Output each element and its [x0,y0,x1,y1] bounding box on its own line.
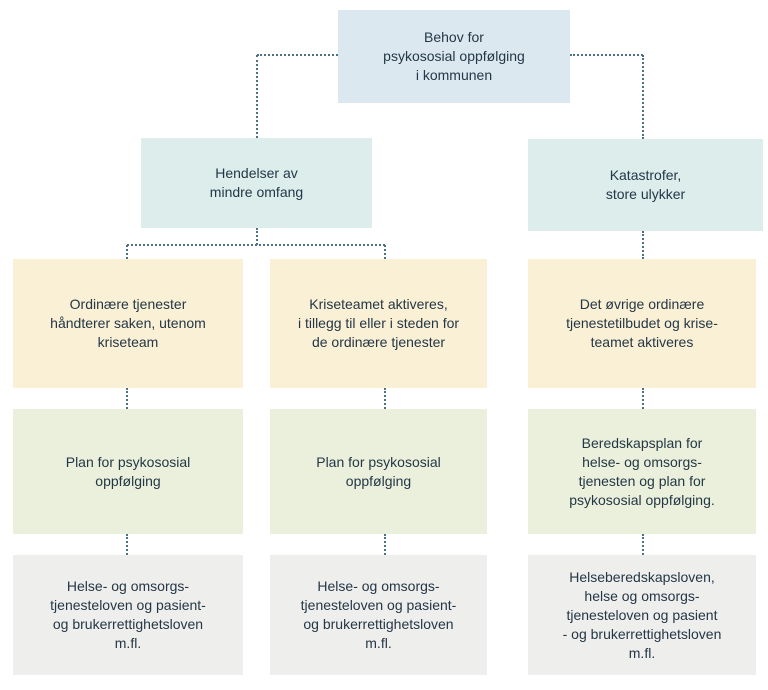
action-box-crisis-team: Kriseteamet aktiveres, i tillegg til ell… [270,259,487,388]
law-box-health-preparedness-act: Helseberedskapsloven, helse og omsorgs- … [528,555,756,675]
connector-branch-left-stem [256,228,258,245]
plan-box-psychosocial-1: Plan for psykososial oppfølging [13,409,243,534]
connector-root-right-horizontal [570,54,643,56]
connector-col3-plan-law [642,534,644,555]
branch-minor-events-box: Hendelser av mindre omfang [141,138,372,228]
branch-catastrophes-box: Katastrofer, store ulykker [528,139,763,231]
action-box-full-activation: Det øvrige ordinære tjenestetilbudet og … [528,259,756,388]
plan-box-psychosocial-2: Plan for psykososial oppfølging [270,409,487,534]
connector-col1-plan-law [126,534,128,555]
connector-branch-left-split [127,244,385,246]
connector-root-left-vertical [256,55,258,138]
connector-col2-action-plan [384,388,386,409]
plan-box-preparedness: Beredskapsplan for helse- og omsorgs- tj… [528,409,756,534]
law-box-health-care-act-2: Helse- og omsorgs- tjenesteloven og pasi… [270,555,487,675]
connector-root-right-vertical [642,55,644,139]
connector-split-to-col2 [384,245,386,259]
connector-col3-action-plan [642,388,644,409]
connector-col2-plan-law [384,534,386,555]
connector-col1-action-plan [126,388,128,409]
connector-split-to-col1 [126,245,128,259]
connector-root-left-horizontal [257,54,338,56]
root-need-box: Behov for psykososial oppfølging i kommu… [338,10,570,103]
law-box-health-care-act-1: Helse- og omsorgs- tjenesteloven og pasi… [13,555,243,675]
connector-branch-right-stem [642,231,644,259]
action-box-ordinary-services: Ordinære tjenester håndterer saken, uten… [13,259,243,388]
